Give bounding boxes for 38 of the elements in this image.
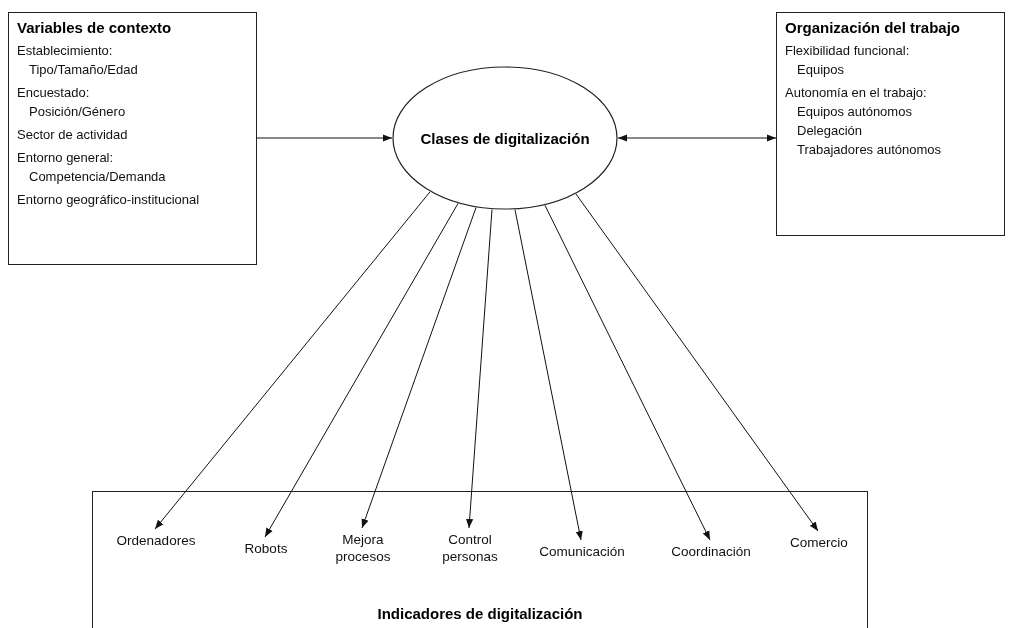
list-item: Equipos autónomos: [796, 104, 913, 120]
list-item: Entorno general:: [17, 150, 115, 166]
text-box: [8, 12, 257, 265]
arrow: [575, 193, 819, 532]
arrow: [256, 134, 393, 142]
indicator-label: Control personas: [431, 531, 509, 567]
box-heading: Organización del trabajo: [785, 19, 962, 36]
box-heading: Variables de contexto: [17, 19, 173, 36]
list-item: Flexibilidad funcional:: [785, 43, 911, 59]
arrow: [466, 209, 493, 529]
indicator-label: Mejora procesos: [325, 531, 401, 567]
ellipse: [392, 66, 618, 210]
list-item: Sector de actividad: [17, 127, 129, 143]
indicator-label: Comunicación: [529, 543, 635, 561]
indicator-label: Robots: [238, 540, 294, 558]
indicator-label: Comercio: [783, 534, 855, 552]
arrow: [154, 191, 431, 530]
indicator-label: Coordinación: [659, 543, 763, 561]
indicator-label: Ordenadores: [106, 532, 206, 550]
list-item: Equipos: [796, 62, 845, 78]
list-item: Competencia/Demanda: [28, 169, 167, 185]
arrow: [361, 207, 477, 529]
list-item: Tipo/Tamaño/Edad: [28, 62, 139, 78]
list-item: Establecimiento:: [17, 43, 114, 59]
list-item: Entorno geográfico-institucional: [17, 192, 201, 208]
arrow: [544, 204, 711, 541]
ellipse-label: Clases de digitalización: [420, 129, 590, 147]
list-item: Posición/Género: [28, 104, 127, 120]
list-item: Autonomía en el trabajo:: [785, 85, 928, 101]
panel-box: [92, 491, 868, 628]
list-item: Delegación: [796, 123, 864, 139]
arrow: [617, 134, 777, 142]
arrow: [264, 203, 459, 538]
panel-title: Indicadores de digitalización: [376, 605, 584, 622]
list-item: Encuestado:: [17, 85, 91, 101]
text-box: [776, 12, 1005, 236]
list-item: Trabajadores autónomos: [796, 142, 943, 158]
arrow: [514, 209, 583, 541]
